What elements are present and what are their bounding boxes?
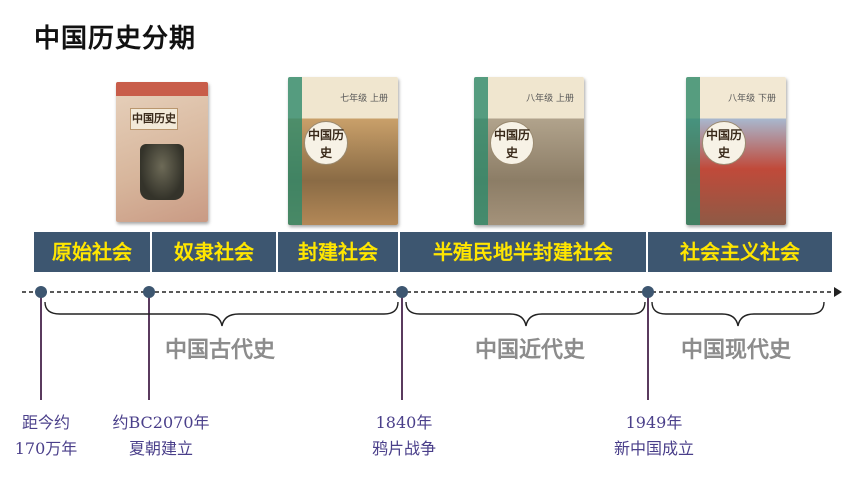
era-contemporary-history: 中国现代史 (680, 338, 791, 363)
timeline-marker (396, 286, 408, 298)
stage-socialist-society: 社会主义社会 (648, 232, 832, 272)
brace-contemporary (651, 301, 825, 327)
timeline-marker (35, 286, 47, 298)
stage-feudal-society: 封建社会 (278, 232, 398, 272)
event-human-origin: 距今约 170万年 (4, 410, 88, 462)
stage-primitive-society: 原始社会 (34, 232, 150, 272)
timeline-arrow (834, 287, 842, 297)
book-title: 中国历史 (304, 121, 348, 165)
stage-slave-society: 奴隶社会 (152, 232, 276, 272)
timeline-marker (143, 286, 155, 298)
event-label: 鸦片战争 (371, 439, 436, 458)
event-opium-war: 1840年 鸦片战争 (354, 410, 454, 462)
cover-strip (474, 77, 488, 225)
timeline-marker (642, 286, 654, 298)
page-title: 中国历史分期 (34, 24, 197, 54)
book-grade: 八年级 上册 (526, 94, 574, 104)
event-date: 1840年 (375, 413, 433, 432)
era-modern-history: 中国近代史 (474, 338, 585, 363)
textbook-cover-ancient: 中国历史 (116, 82, 208, 222)
event-label: 夏朝建立 (128, 439, 193, 458)
event-date: 约BC2070年 (112, 413, 210, 432)
book-grade: 七年级 上册 (340, 94, 388, 104)
event-label: 新中国成立 (613, 439, 694, 458)
cover-strip (686, 77, 700, 225)
book-title: 中国历史 (702, 121, 746, 165)
era-ancient-history: 中国古代史 (164, 338, 275, 363)
bronze-vessel-image (140, 144, 184, 200)
cover-strip (288, 77, 302, 225)
brace-modern-early (405, 301, 646, 327)
textbook-cover-grade8-lower: 八年级 下册 中国历史 (686, 77, 786, 225)
cover-stripe (116, 82, 208, 96)
book-title: 中国历史 (490, 121, 534, 165)
brace-ancient (44, 301, 399, 327)
textbook-cover-grade7: 七年级 上册 中国历史 (288, 77, 398, 225)
event-prc-founding: 1949年 新中国成立 (594, 410, 714, 462)
event-xia-dynasty: 约BC2070年 夏朝建立 (100, 410, 222, 462)
event-date: 1949年 (625, 413, 683, 432)
book-title: 中国历史 (130, 108, 178, 130)
event-date: 距今约 (21, 413, 70, 432)
book-grade: 八年级 下册 (728, 94, 776, 104)
textbook-cover-grade8-upper: 八年级 上册 中国历史 (474, 77, 584, 225)
stage-semi-colonial-society: 半殖民地半封建社会 (400, 232, 646, 272)
event-label: 170万年 (14, 439, 78, 458)
